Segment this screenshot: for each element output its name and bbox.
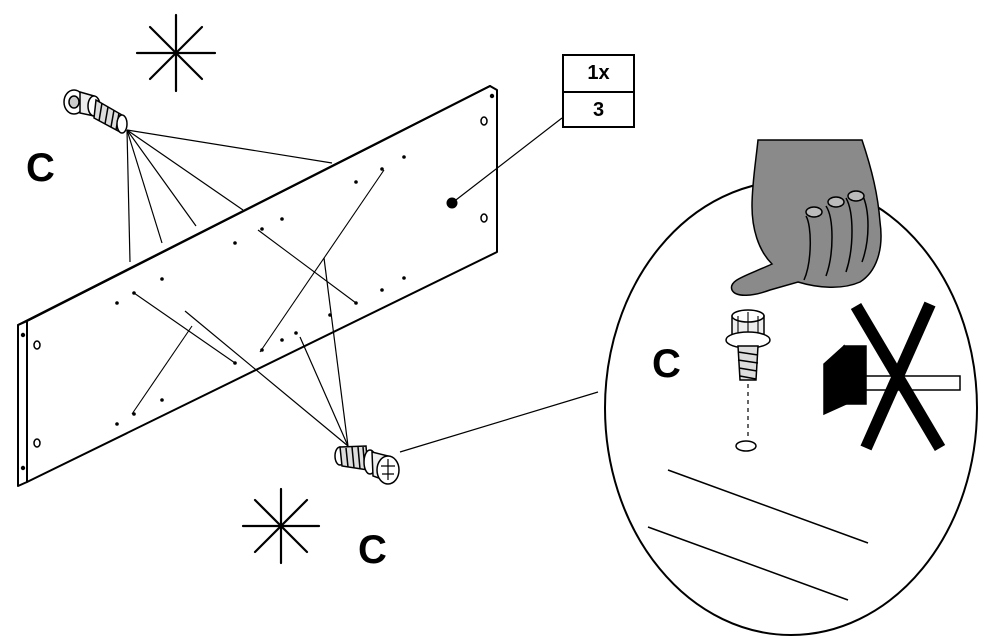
board-edge-line [647, 526, 849, 601]
cam-dowel-icon [334, 445, 400, 485]
hole-guide-lines [131, 169, 385, 415]
cross-out-icon [850, 301, 946, 452]
step-number: 3 [592, 99, 605, 121]
cam-dowel-detail-icon [725, 309, 771, 452]
hammer-icon [823, 344, 961, 416]
panel-top-edge [17, 85, 491, 326]
quantity-step-box: 1x 3 [562, 54, 635, 128]
leader-lines-bottom [184, 257, 599, 453]
panel-side-edge [17, 320, 28, 487]
leader-lines-top [126, 129, 333, 263]
part-label: C [652, 342, 681, 386]
target-hole [735, 440, 757, 452]
asterisk-icon [241, 487, 321, 565]
cam-dowel-icon [63, 89, 128, 134]
panel-board [17, 85, 498, 487]
part-label: C [358, 528, 387, 572]
part-label: C [26, 146, 55, 190]
board-edge-line [667, 469, 869, 544]
callout-leader [451, 117, 563, 204]
asterisk-icon [135, 13, 217, 93]
pointing-hand-icon [730, 139, 882, 296]
quantity-label: 1x [564, 56, 633, 93]
